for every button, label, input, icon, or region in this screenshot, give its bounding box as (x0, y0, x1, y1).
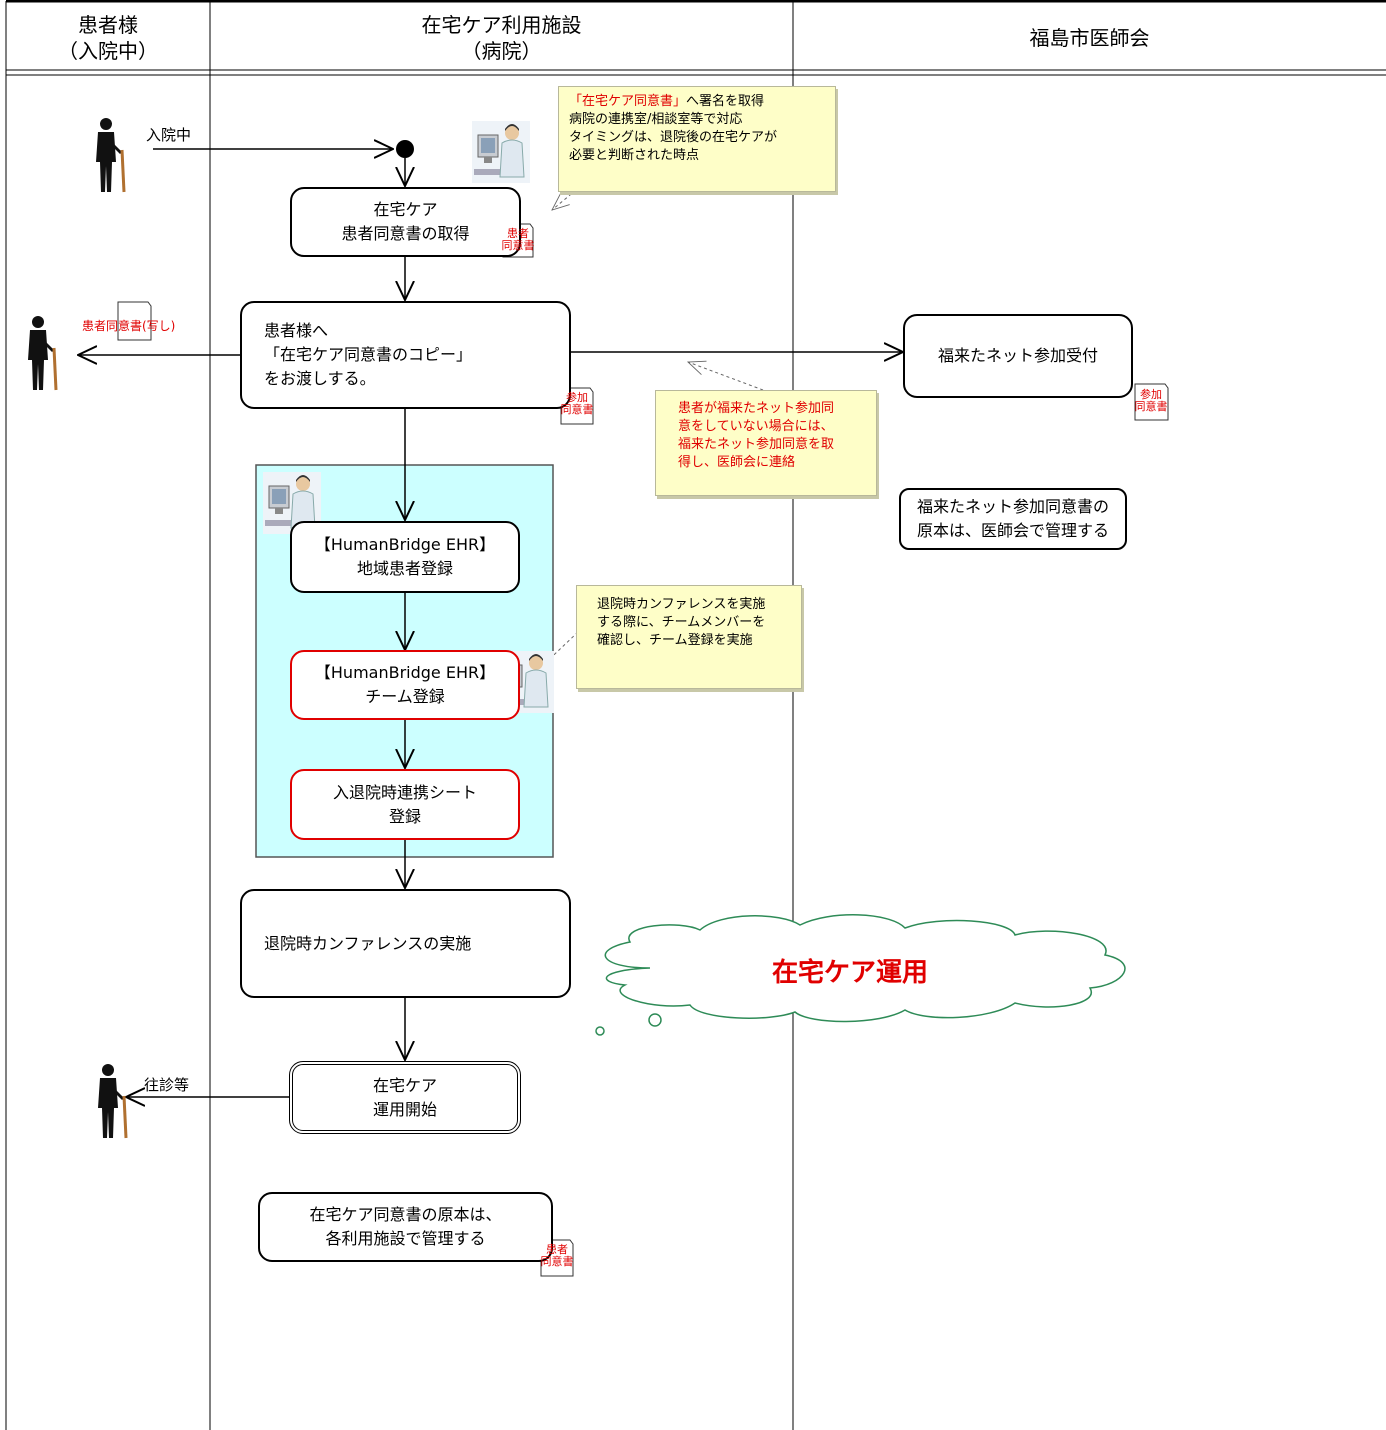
note-net-consent-text: 患者が福来たネット参加同 意をしていない場合には、 福来たネット参加同意を取 得… (678, 401, 835, 470)
note-conference-team: 退院時カンファレンスを実施 する際に、チームメンバーを 確認し、チーム登録を実施 (576, 585, 802, 689)
header-frame (5, 0, 1386, 1430)
box-operation-start-text: 在宅ケア 運用開始 (372, 1075, 437, 1119)
person-icon-hospitalized (94, 116, 126, 194)
person-icon-visit (96, 1062, 128, 1140)
lane-subtitle-patient: （入院中） (58, 39, 158, 63)
lane-title-association: 福島市医師会 (1029, 26, 1150, 50)
person-icon-copy (26, 314, 58, 392)
box-hand-copy[interactable]: 患者様へ 「在宅ケア同意書のコピー」 をお渡しする。 (240, 301, 571, 409)
box-admission-sheet[interactable]: 入退院時連携シート 登録 (290, 769, 520, 840)
box-net-original-text: 福来たネット参加同意書の 原本は、医師会で管理する (916, 497, 1109, 540)
box-facility-original-text: 在宅ケア同意書の原本は、 各利用施設で管理する (309, 1205, 502, 1248)
box-hand-copy-text: 患者様へ 「在宅ケア同意書のコピー」 をお渡しする。 (264, 321, 473, 388)
box-regional-registration[interactable]: 【HumanBridge EHR】 地域患者登録 (290, 521, 520, 593)
box-conference[interactable]: 退院時カンファレンスの実施 (240, 889, 571, 998)
box-facility-original[interactable]: 在宅ケア同意書の原本は、 各利用施設で管理する (258, 1192, 553, 1262)
cloud-shape (595, 914, 1126, 1036)
note-net-consent: 患者が福来たネット参加同 意をしていない場合には、 福来たネット参加同意を取 得… (655, 390, 877, 496)
doc-icon-patient-consent-text: 患者 同意書 (501, 227, 535, 252)
doc-icon-participation-consent-association: 参加 同意書 (1131, 389, 1171, 413)
box-conference-text: 退院時カンファレンスの実施 (264, 933, 472, 953)
box-net-reception-text: 福来たネット参加受付 (937, 346, 1098, 365)
doc-icon-patient-consent-facility: 患者 同意書 (537, 1244, 577, 1268)
box-admission-sheet-text: 入退院時連携シート 登録 (332, 782, 477, 826)
label-patient-consent-copy: 患者同意書(写し) (82, 319, 176, 333)
lane-subtitle-facility: （病院） (461, 39, 542, 63)
box-operation-start[interactable]: 在宅ケア 運用開始 (289, 1061, 521, 1134)
box-regional-registration-text: 【HumanBridge EHR】 地域患者登録 (314, 535, 496, 578)
cloud-text: 在宅ケア運用 (771, 958, 928, 988)
box-team-registration-text: 【HumanBridge EHR】 チーム登録 (314, 663, 496, 706)
lane-header-association: 福島市医師会 (793, 8, 1386, 68)
box-team-registration[interactable]: 【HumanBridge EHR】 チーム登録 (290, 650, 520, 720)
lane-header-facility: 在宅ケア利用施設 （病院） (210, 8, 793, 68)
label-home-visit: 往診等 (144, 1076, 190, 1094)
lane-title-facility: 在宅ケア利用施設 (421, 13, 582, 37)
box-consent-acquire-text: 在宅ケア 患者同意書の取得 (341, 200, 470, 243)
staff-icon-consent (471, 120, 531, 184)
box-net-reception[interactable]: 福来たネット参加受付 (903, 314, 1133, 398)
lane-title-patient: 患者様 (78, 13, 138, 37)
doc-icon-patient-consent: 患者 同意書 (499, 228, 537, 252)
lane-header-patient: 患者様 （入院中） (6, 8, 210, 68)
start-node (396, 140, 414, 158)
label-hospitalized: 入院中 (146, 126, 192, 144)
box-consent-acquire[interactable]: 在宅ケア 患者同意書の取得 (290, 187, 521, 257)
note-signature-highlight: 「在宅ケア同意書」 (569, 94, 687, 109)
doc-icon-participation-consent-text: 参加 同意書 (560, 391, 594, 416)
flow-arrows (78, 149, 903, 1097)
doc-icon-participation-consent-association-text: 参加 同意書 (1134, 388, 1168, 413)
doc-icon-participation-consent: 参加 同意書 (557, 392, 597, 416)
note-signature: 「在宅ケア同意書」へ署名を取得 病院の連携室/相談室等で対応 タイミングは、退院… (558, 86, 836, 192)
note-signature-body: へ署名を取得 病院の連携室/相談室等で対応 タイミングは、退院後の在宅ケアが 必… (569, 94, 778, 163)
box-net-original[interactable]: 福来たネット参加同意書の 原本は、医師会で管理する (899, 488, 1127, 550)
note-conference-team-text: 退院時カンファレンスを実施 する際に、チームメンバーを 確認し、チーム登録を実施 (597, 597, 766, 648)
doc-icon-patient-consent-facility-text: 患者 同意書 (540, 1243, 574, 1268)
